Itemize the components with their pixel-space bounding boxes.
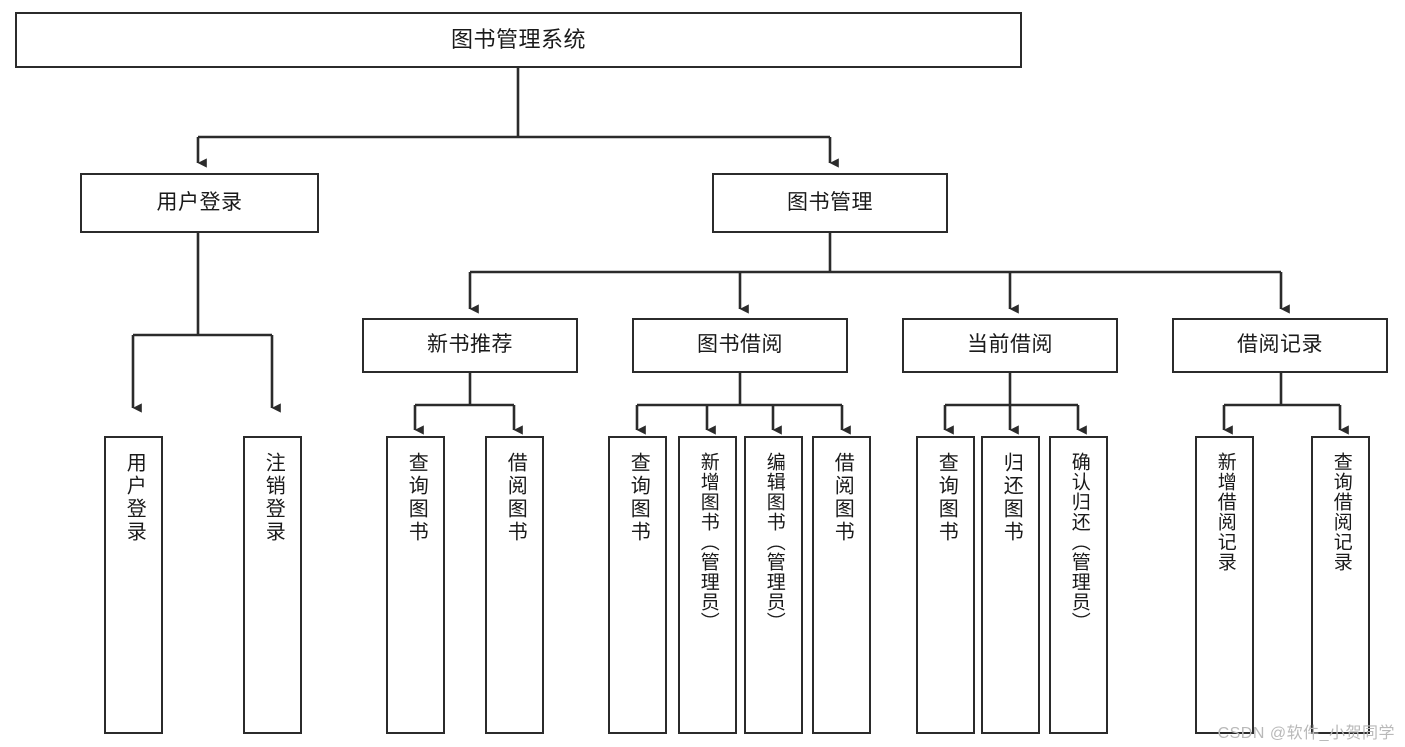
leaf-query-book-borrow[interactable]: 查询图书 xyxy=(608,436,667,734)
leaf-borrow-book[interactable]: 借阅图书 xyxy=(812,436,871,734)
node-label: 新书推荐 xyxy=(427,333,513,357)
node-root-system[interactable]: 图书管理系统 xyxy=(15,12,1022,68)
leaf-add-book-admin[interactable]: 新增图书（管理员） xyxy=(678,436,737,734)
node-label: 借阅图书 xyxy=(504,452,527,544)
node-book-management[interactable]: 图书管理 xyxy=(712,173,948,233)
leaf-user-login[interactable]: 用户登录 xyxy=(104,436,163,734)
node-label: 确认归还（管理员） xyxy=(1068,452,1090,632)
node-user-login[interactable]: 用户登录 xyxy=(80,173,319,233)
node-label: 用户登录 xyxy=(156,190,243,214)
leaf-borrow-book-recommend[interactable]: 借阅图书 xyxy=(485,436,544,734)
leaf-add-borrow-record[interactable]: 新增借阅记录 xyxy=(1195,436,1254,734)
node-label: 归还图书 xyxy=(1000,452,1023,544)
leaf-logout[interactable]: 注销登录 xyxy=(243,436,302,734)
node-label: 查询图书 xyxy=(627,452,650,544)
leaf-edit-book-admin[interactable]: 编辑图书（管理员） xyxy=(744,436,803,734)
node-label: 注销登录 xyxy=(262,452,285,544)
leaf-query-book-current[interactable]: 查询图书 xyxy=(916,436,975,734)
node-label: 查询借阅记录 xyxy=(1330,452,1352,572)
leaf-return-book[interactable]: 归还图书 xyxy=(981,436,1040,734)
node-label: 当前借阅 xyxy=(967,333,1053,357)
node-label: 新增借阅记录 xyxy=(1214,452,1236,572)
node-borrow-record[interactable]: 借阅记录 xyxy=(1172,318,1388,373)
node-label: 新增图书（管理员） xyxy=(697,452,719,632)
node-label: 编辑图书（管理员） xyxy=(763,452,785,632)
node-label: 查询图书 xyxy=(935,452,958,544)
node-label: 查询图书 xyxy=(405,452,428,544)
node-label: 图书借阅 xyxy=(697,333,783,357)
node-book-borrow[interactable]: 图书借阅 xyxy=(632,318,848,373)
node-label: 图书管理 xyxy=(787,190,873,214)
node-label: 图书管理系统 xyxy=(450,27,586,53)
node-label: 借阅记录 xyxy=(1237,333,1323,357)
leaf-query-borrow-record[interactable]: 查询借阅记录 xyxy=(1311,436,1370,734)
leaf-query-book-recommend[interactable]: 查询图书 xyxy=(386,436,445,734)
leaf-confirm-return-admin[interactable]: 确认归还（管理员） xyxy=(1049,436,1108,734)
node-label: 借阅图书 xyxy=(831,452,854,544)
node-new-book-recommend[interactable]: 新书推荐 xyxy=(362,318,578,373)
node-label: 用户登录 xyxy=(123,452,146,544)
node-current-borrow[interactable]: 当前借阅 xyxy=(902,318,1118,373)
